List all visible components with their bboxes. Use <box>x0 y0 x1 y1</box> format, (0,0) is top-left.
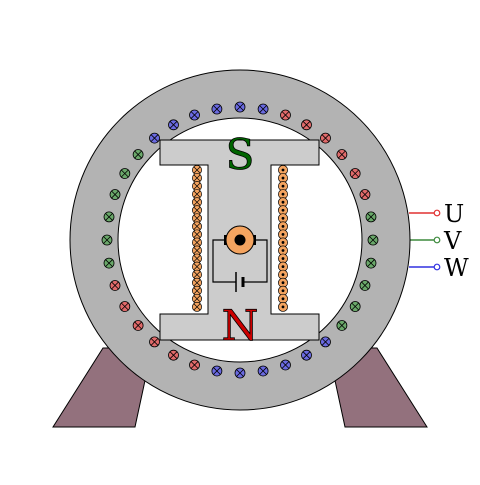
phase-label-v: V <box>443 227 462 255</box>
stator-slot-v <box>109 189 121 200</box>
stator-slot-w <box>168 119 179 131</box>
stator-slot-u <box>280 109 291 121</box>
stator-slot-w <box>211 365 223 377</box>
stator-slot-u <box>168 349 179 361</box>
stator-slot-u <box>119 301 131 312</box>
terminal-u <box>433 209 441 217</box>
stator-slot-u <box>320 132 331 144</box>
field-coil-turn <box>278 285 288 296</box>
pole-label-s: S <box>226 130 255 179</box>
stator-slot-u <box>336 149 348 160</box>
stator-slot-w <box>211 103 223 115</box>
phase-label-w: W <box>444 254 469 282</box>
stator-slot-w <box>257 103 269 115</box>
terminal-w <box>433 263 441 271</box>
field-coil-turn <box>278 181 288 192</box>
stator-slot-w <box>189 109 200 121</box>
stator-slot-v <box>365 257 377 269</box>
excitation-circuit <box>212 239 268 292</box>
field-coil-turn <box>278 205 288 216</box>
stator-slot-w <box>301 349 312 361</box>
terminal-v <box>433 236 441 244</box>
stator-slot-v <box>367 234 379 246</box>
stator-slot-v <box>132 149 144 160</box>
field-coil-turn <box>278 221 288 232</box>
stator-slot-w <box>320 336 331 348</box>
stator-slot-v <box>101 234 113 246</box>
stator-slot-u <box>359 189 371 200</box>
stator-slot-u <box>149 336 160 348</box>
field-coil-turn <box>278 245 288 256</box>
stator-slot-w <box>234 367 246 379</box>
stator-slot-u <box>189 359 200 371</box>
stator-slot-u <box>349 168 361 179</box>
field-coil-right <box>278 165 288 312</box>
stator-slot-v <box>349 301 361 312</box>
pole-label-n: N <box>222 301 259 350</box>
field-coil-turn <box>278 253 288 264</box>
field-coil-turn <box>278 197 288 208</box>
field-coil-turn <box>192 277 202 288</box>
stator-slots <box>101 101 379 379</box>
stator-slot-u <box>109 280 121 291</box>
field-coil-turn <box>192 181 202 192</box>
field-coil-turn <box>278 293 288 304</box>
field-coil-turn <box>278 261 288 272</box>
field-coil-turn <box>278 269 288 280</box>
field-coil-left <box>192 165 202 312</box>
field-coil-turn <box>192 173 202 183</box>
stator-slot-w <box>280 359 291 371</box>
field-coil-turn <box>192 165 202 175</box>
field-coil-turn <box>192 269 202 280</box>
stator-slot-v <box>336 320 348 331</box>
exciter-shaft <box>234 234 246 246</box>
field-coil-turn <box>278 301 288 312</box>
phase-label-u: U <box>444 200 464 228</box>
stator-slot-u <box>301 119 312 131</box>
output-wires <box>409 209 441 271</box>
stator-slot-v <box>365 211 377 223</box>
field-coil-turn <box>278 229 288 240</box>
exciter <box>224 225 256 255</box>
stator-slot-w <box>234 101 246 113</box>
stator-slot-v <box>103 257 115 269</box>
stator-slot-w <box>149 132 160 144</box>
field-coil-turn <box>192 301 202 312</box>
field-coil-turn <box>192 189 202 200</box>
stator-slot-v <box>119 168 131 179</box>
field-coil-turn <box>192 237 202 248</box>
stator-slot-u <box>132 320 144 331</box>
field-coil-turn <box>192 205 202 216</box>
stator-slot-v <box>359 280 371 291</box>
stator-slot-v <box>103 211 115 223</box>
stator-slot-w <box>257 365 269 377</box>
field-coil-turn <box>192 253 202 264</box>
